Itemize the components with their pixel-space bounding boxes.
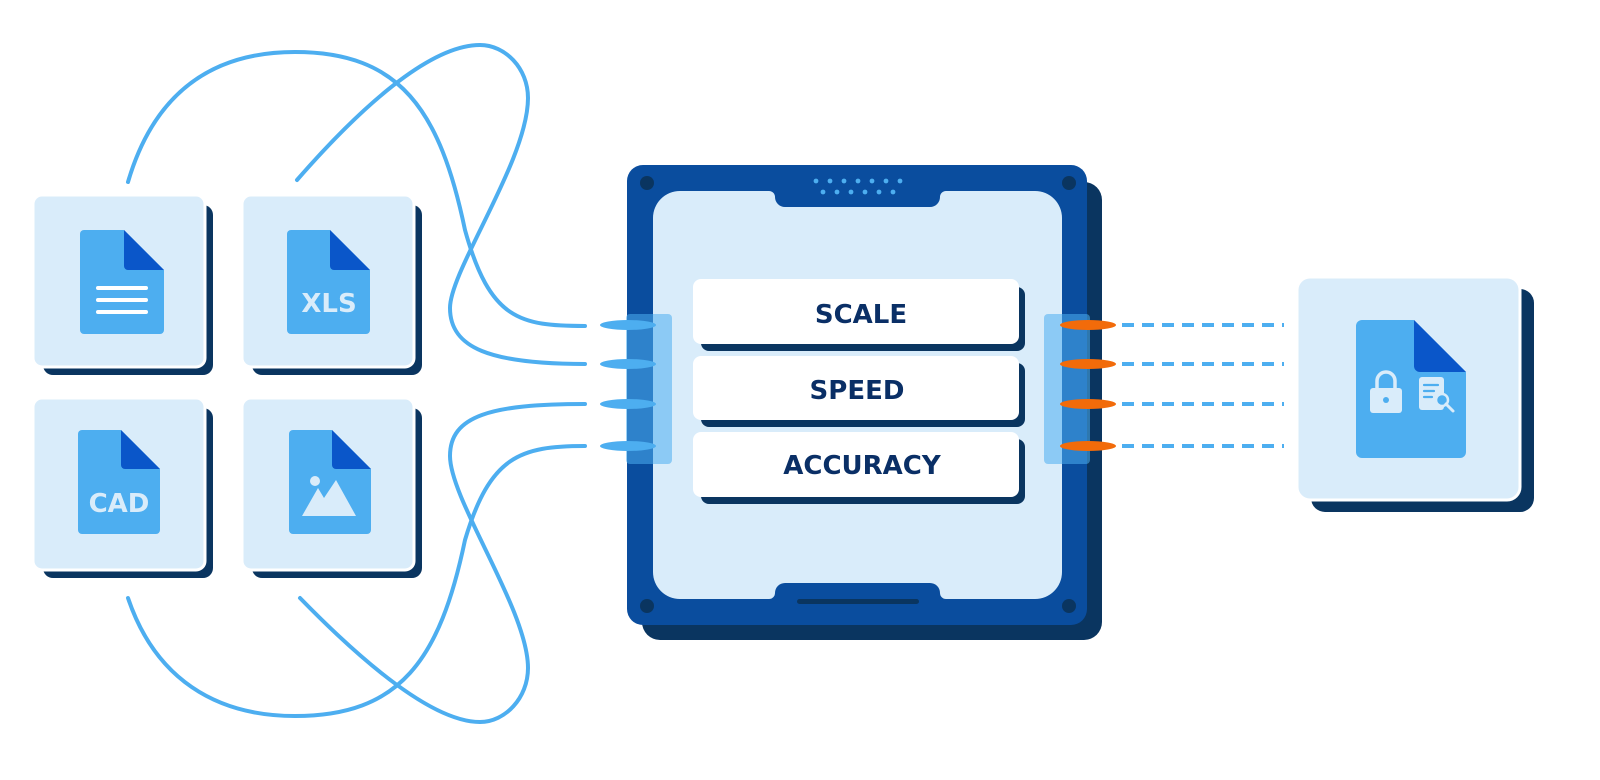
- row-label-accuracy: ACCURACY: [783, 451, 942, 481]
- row-label-speed: SPEED: [810, 376, 905, 406]
- document-file-icon: [80, 230, 164, 334]
- input-tile-document: [31, 193, 213, 375]
- output-tile-secure-file: [1295, 275, 1534, 512]
- chip-input-port: [600, 314, 672, 464]
- chip-screws: [640, 176, 1076, 613]
- xls-file-icon: [287, 230, 370, 334]
- chip-top-dots: [813, 178, 903, 195]
- picture-icon: [302, 476, 356, 516]
- output-wires: [1122, 323, 1284, 448]
- input-tile-image: [240, 396, 422, 578]
- wire-top-left: [126, 49, 587, 328]
- processor-row-scale: SCALE: [693, 279, 1025, 351]
- wire-bottom-right: [298, 402, 587, 725]
- document-search-icon: [1419, 377, 1455, 413]
- xls-label: XLS: [301, 289, 356, 319]
- row-label-scale: SCALE: [815, 300, 907, 330]
- input-wires: [126, 42, 587, 725]
- processor-row-accuracy: ACCURACY: [693, 432, 1025, 504]
- input-tile-xls: XLS: [240, 193, 422, 375]
- chip-output-port: [1044, 314, 1116, 464]
- processor-chip: SCALE SPEED ACCURACY: [600, 165, 1116, 640]
- processor-row-speed: SPEED: [693, 356, 1025, 427]
- cad-label: CAD: [89, 489, 150, 519]
- wire-top-right: [295, 42, 587, 366]
- wire-bottom-left: [126, 444, 587, 719]
- input-tile-cad: CAD: [31, 396, 213, 578]
- chip-bottom-slot: [797, 599, 919, 604]
- cad-file-icon: [78, 430, 160, 534]
- lock-icon: [1370, 370, 1402, 413]
- secure-file-icon: [1356, 320, 1466, 458]
- image-file-icon: [289, 430, 371, 534]
